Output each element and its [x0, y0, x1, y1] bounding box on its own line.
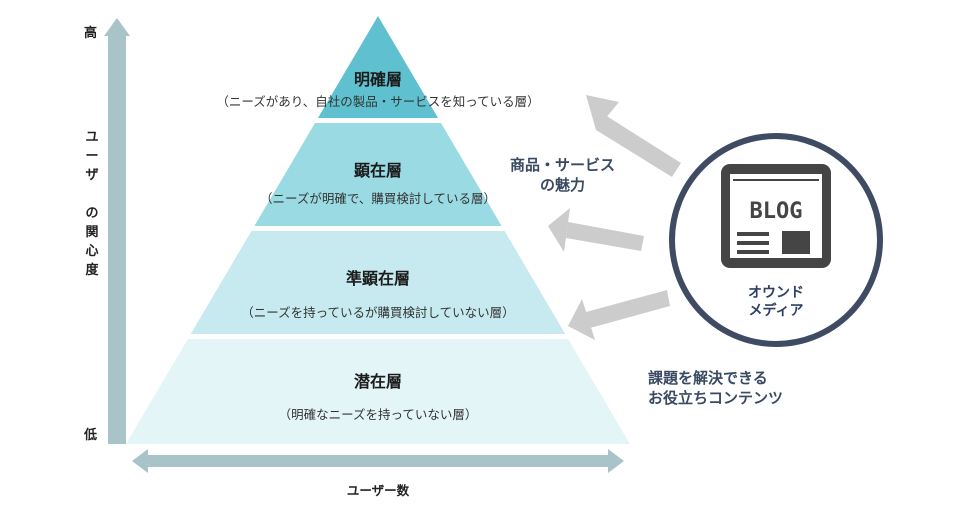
- layer-desc-semi-manifest: （ニーズを持っているが購買検討していない層）: [241, 305, 515, 320]
- pyramid-layer-manifest: [254, 123, 502, 226]
- vertical-axis-char: 度: [85, 263, 99, 278]
- vertical-axis-char: 関: [85, 225, 99, 240]
- arrow-to-second-layer: [548, 208, 644, 252]
- callout-line: 課題を解決できる: [648, 369, 768, 387]
- vertical-axis-char: の: [85, 206, 99, 221]
- callout-line: お役立ちコンテンツ: [648, 389, 784, 407]
- layer-title-manifest: 顕在層: [353, 161, 403, 180]
- horizontal-axis-arrow: [132, 449, 624, 473]
- axis-low-label: 低: [84, 428, 98, 443]
- arrow-to-third-layer: [568, 290, 670, 340]
- callout-line: 商品・サービス: [510, 156, 616, 174]
- product-appeal-callout: 商品・サービス の魅力: [510, 155, 615, 195]
- vertical-axis-char: ユ: [85, 130, 99, 145]
- layer-desc-explicit: （ニーズがあり、自社の製品・サービスを知っている層）: [216, 94, 540, 109]
- horizontal-axis-label: ユーザー数: [346, 483, 410, 498]
- owned-media-label-line: メディア: [748, 303, 804, 319]
- layer-title-latent: 潜在層: [353, 372, 403, 391]
- owned-media-label-line: オウンド: [748, 285, 804, 301]
- vertical-axis-char: 心: [85, 244, 99, 259]
- blog-icon-text: BLOG: [750, 199, 803, 224]
- helpful-content-callout: 課題を解決できる お役立ちコンテンツ: [648, 368, 783, 408]
- blog-icon: BLOG: [721, 164, 831, 268]
- pyramid: [126, 16, 630, 444]
- arrow-to-top-layer: [586, 95, 681, 177]
- vertical-axis-char: ー: [85, 149, 99, 164]
- pyramid-layer-semi-manifest: [190, 231, 566, 334]
- axis-high-label: 高: [84, 26, 98, 41]
- owned-media-label: オウンド メディア: [748, 284, 804, 320]
- layer-title-semi-manifest: 準顕在層: [345, 269, 411, 288]
- vertical-axis-label: ユ ー ザ の 関 心 度: [82, 128, 102, 280]
- callout-line: の魅力: [540, 176, 586, 194]
- layer-desc-latent: （明確なニーズを持っていない層）: [278, 407, 478, 422]
- layer-title-explicit: 明確層: [353, 70, 403, 89]
- pyramid-layer-explicit: [317, 16, 439, 118]
- pyramid-layer-latent: [126, 339, 630, 444]
- vertical-axis-arrow: [104, 18, 130, 444]
- vertical-axis-char: [82, 185, 102, 204]
- layer-desc-manifest: （ニーズが明確で、購買検討している層）: [259, 191, 497, 206]
- vertical-axis-char: ザ: [85, 168, 99, 183]
